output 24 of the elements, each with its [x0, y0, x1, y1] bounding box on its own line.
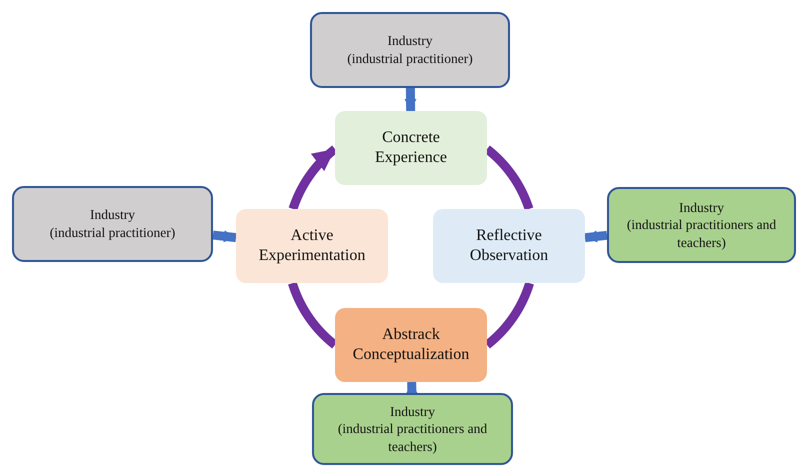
box-subtitle: (industrial practitioner) — [347, 50, 473, 68]
box-subtitle: (industrial practitioner) — [50, 224, 176, 242]
box-subtitle: (industrial practitioners and teachers) — [626, 216, 778, 252]
stage-box — [335, 308, 487, 382]
block-arrow — [584, 230, 608, 242]
stage-box — [335, 111, 487, 185]
industry-box — [312, 393, 513, 465]
box-title: Reflective Observation — [468, 226, 550, 266]
block-arrow — [212, 230, 236, 242]
industry-box — [607, 187, 796, 263]
box-title: Industry — [679, 198, 724, 216]
box-title: Industry — [90, 206, 135, 224]
block-arrow — [404, 88, 416, 112]
box-title: Active Experimentation — [258, 226, 366, 266]
industry-box — [310, 12, 510, 88]
box-subtitle: (industrial practitioners and teachers) — [336, 420, 488, 456]
industry-box — [12, 186, 213, 262]
block-arrow — [406, 382, 418, 394]
box-title: Industry — [388, 32, 432, 50]
box-title: Concrete Experience — [374, 128, 448, 168]
box-title: Abstrack Conceptualization — [352, 325, 470, 365]
stage-box — [433, 209, 585, 283]
stage-box — [236, 209, 388, 283]
box-title: Industry — [390, 402, 435, 420]
